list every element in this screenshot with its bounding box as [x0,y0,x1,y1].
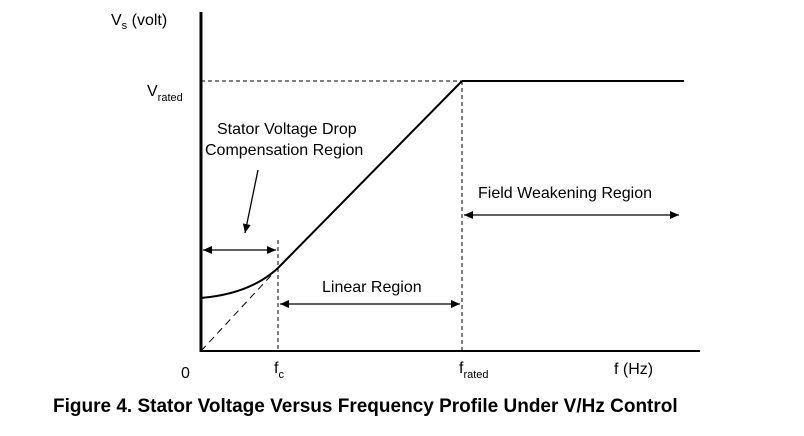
fc-label: fc [274,360,284,381]
linear-region-label: Linear Region [322,279,422,296]
origin-label: 0 [181,365,190,382]
vrated-label: Vrated [147,83,183,104]
linear-segment [277,80,463,269]
compensation-region-label-line1: Stator Voltage Drop [217,121,357,138]
compensation-curve [200,267,279,299]
compensation-region-label-line2: Compensation Region [205,142,363,159]
compensation-pointer-arrow [242,169,259,234]
frated-label: frated [459,360,489,381]
figure-caption: Figure 4. Stator Voltage Versus Frequenc… [53,396,678,417]
x-axis-unit-label: f (Hz) [614,361,653,378]
ideal-linear-extension [200,267,279,352]
field-weakening-region-label: Field Weakening Region [478,185,652,202]
y-axis-label: Vs (volt) [111,12,167,32]
